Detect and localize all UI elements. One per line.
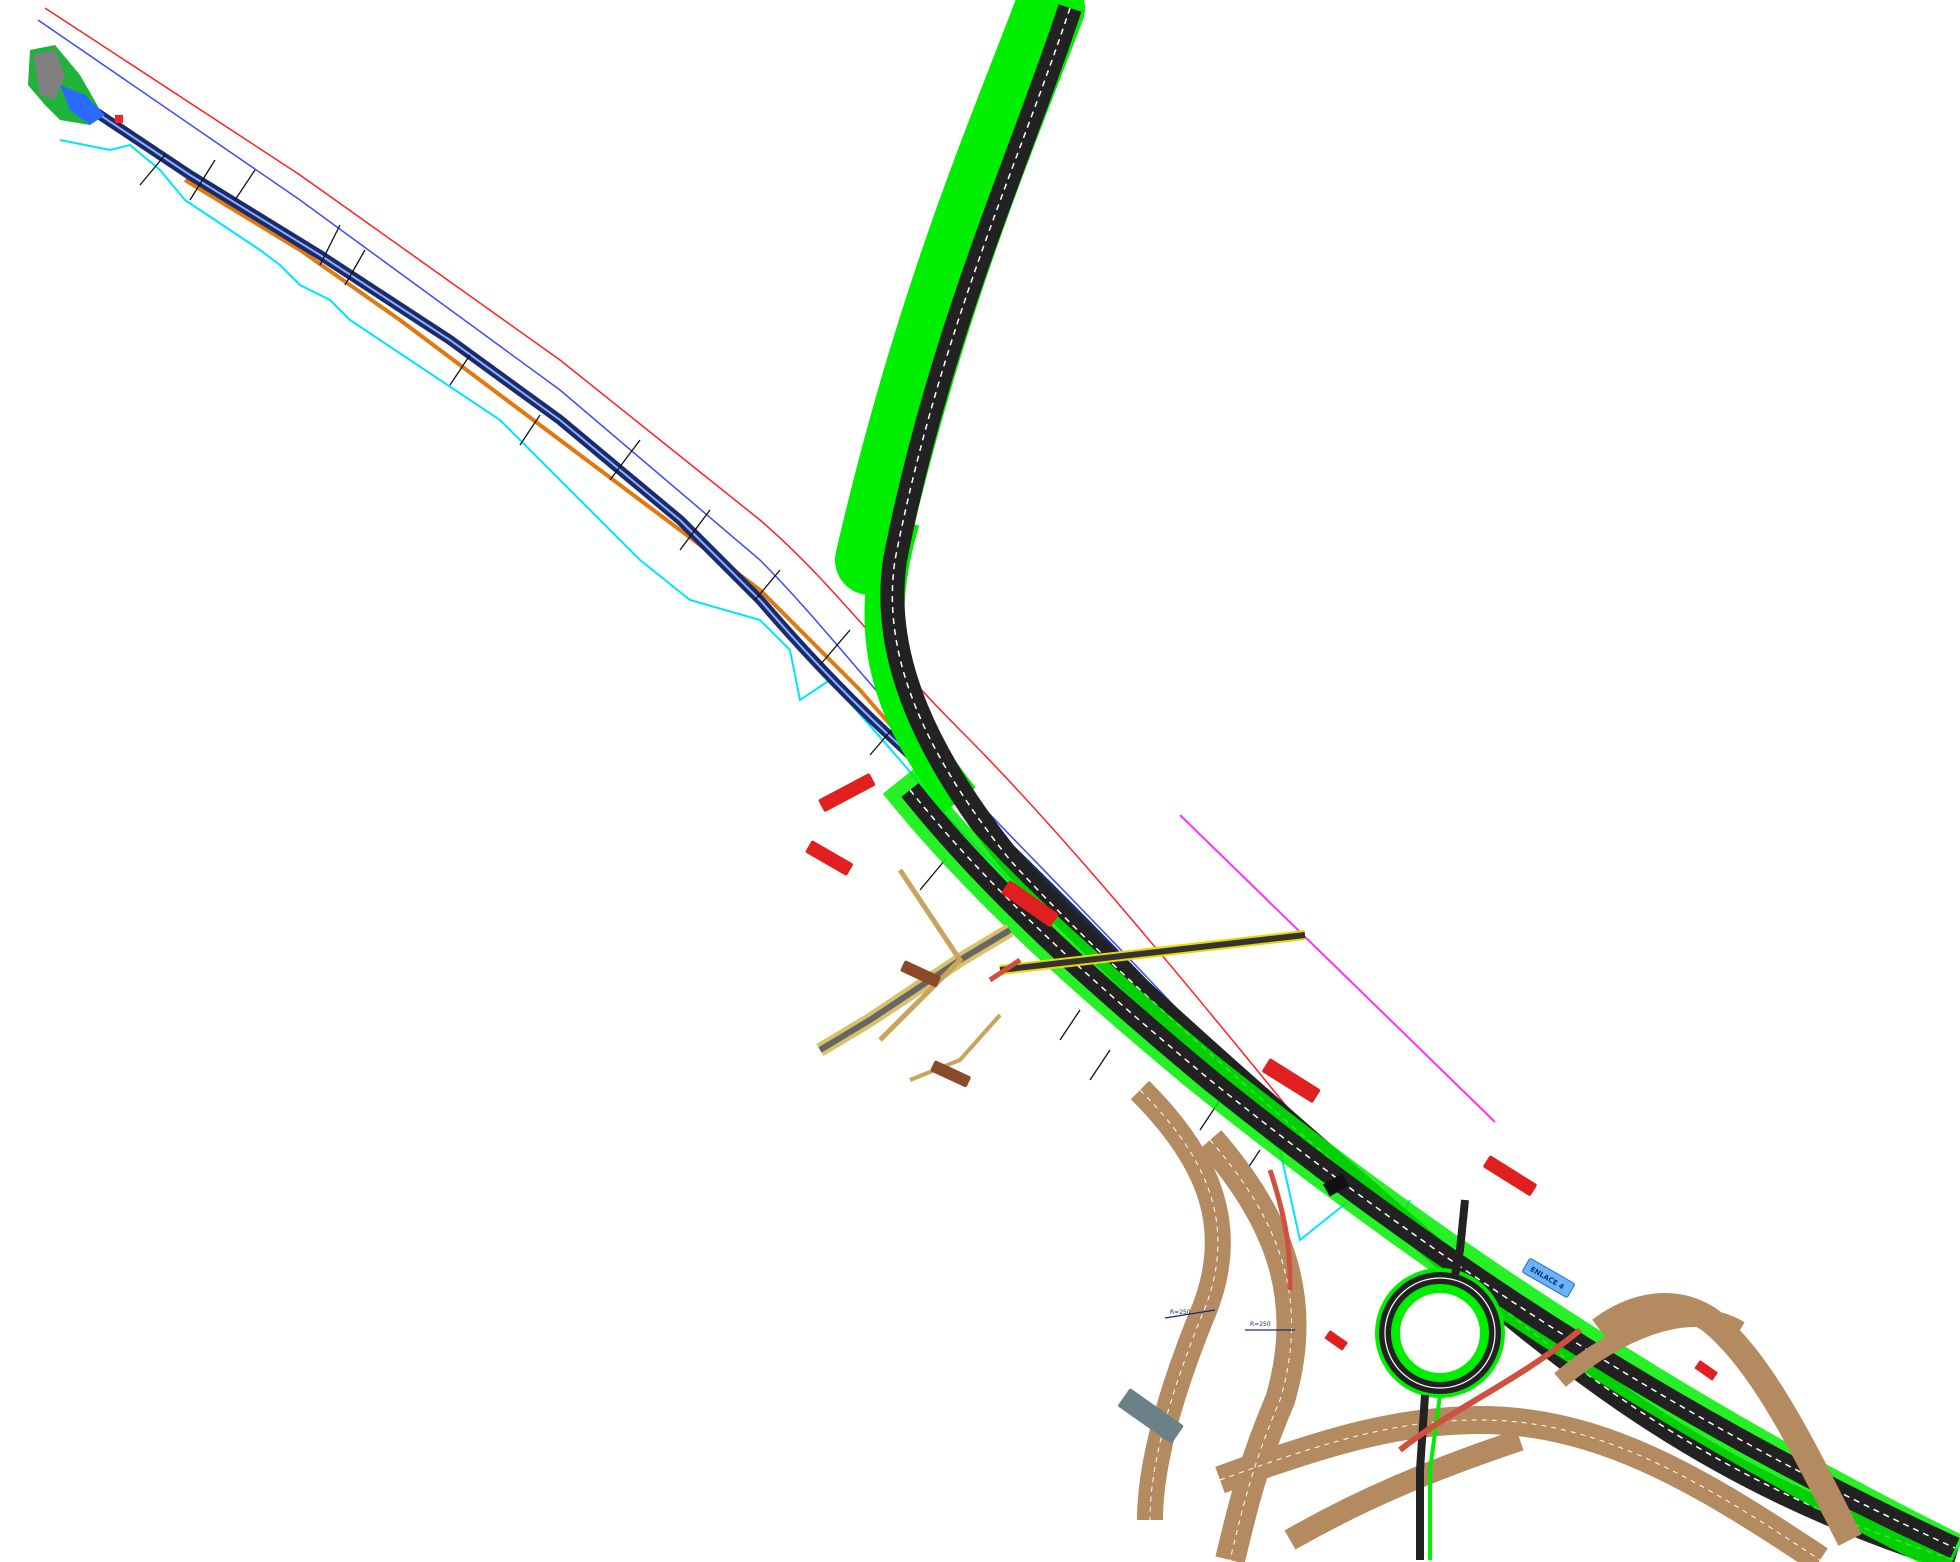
roundabout-center	[1400, 1293, 1480, 1373]
start-red-marker	[115, 115, 123, 123]
label-left-upper	[818, 773, 876, 812]
main-road-asphalt-south	[901, 783, 1960, 1559]
label-brown-bottom	[930, 1060, 971, 1088]
red-connector-road-3	[988, 957, 1022, 983]
junction-structure	[1322, 1173, 1350, 1197]
start-grey-building	[33, 50, 65, 100]
red-connector-road-2	[1267, 1169, 1293, 1291]
cross-section-ticks	[139, 154, 1261, 1181]
label-left-lower	[805, 840, 853, 876]
roundabout-ring-line	[1384, 1277, 1496, 1389]
north-road-verge	[835, 0, 1085, 595]
south-spur-verge	[1428, 1394, 1442, 1560]
svg-text:R=250: R=250	[1250, 1321, 1271, 1328]
red-connector-road	[1398, 1327, 1582, 1453]
dimension-1: R=250	[1164, 1309, 1216, 1319]
magenta-reference-line	[1179, 814, 1496, 1123]
svg-text:R=250: R=250	[1170, 1309, 1191, 1316]
north-road-lane-markings	[891, 7, 1956, 1561]
red-boundary-line	[44, 7, 1331, 1161]
left-spur-branch	[909, 1013, 1002, 1082]
label-right-blue: ENLACE 4	[1522, 1258, 1575, 1298]
east-road-inner	[999, 932, 1306, 973]
label-brown-top	[900, 960, 941, 988]
label-small-red-1	[1324, 1330, 1348, 1351]
start-blue-pool	[60, 85, 105, 125]
label-small-red-2	[1694, 1360, 1718, 1381]
label-center-red	[1001, 880, 1059, 927]
label-mid-right-red	[1262, 1058, 1321, 1103]
south-spur-road	[1416, 1394, 1429, 1560]
left-spur-road-inner	[818, 927, 1012, 1053]
label-grey-box	[1118, 1388, 1184, 1444]
left-spur-hook	[878, 868, 964, 1042]
label-right-red	[1483, 1155, 1537, 1196]
north-spur-road	[1451, 1199, 1469, 1276]
interchange-ramp-lane-lines	[1139, 1089, 1821, 1561]
dimension-2: R=250	[1245, 1321, 1295, 1331]
